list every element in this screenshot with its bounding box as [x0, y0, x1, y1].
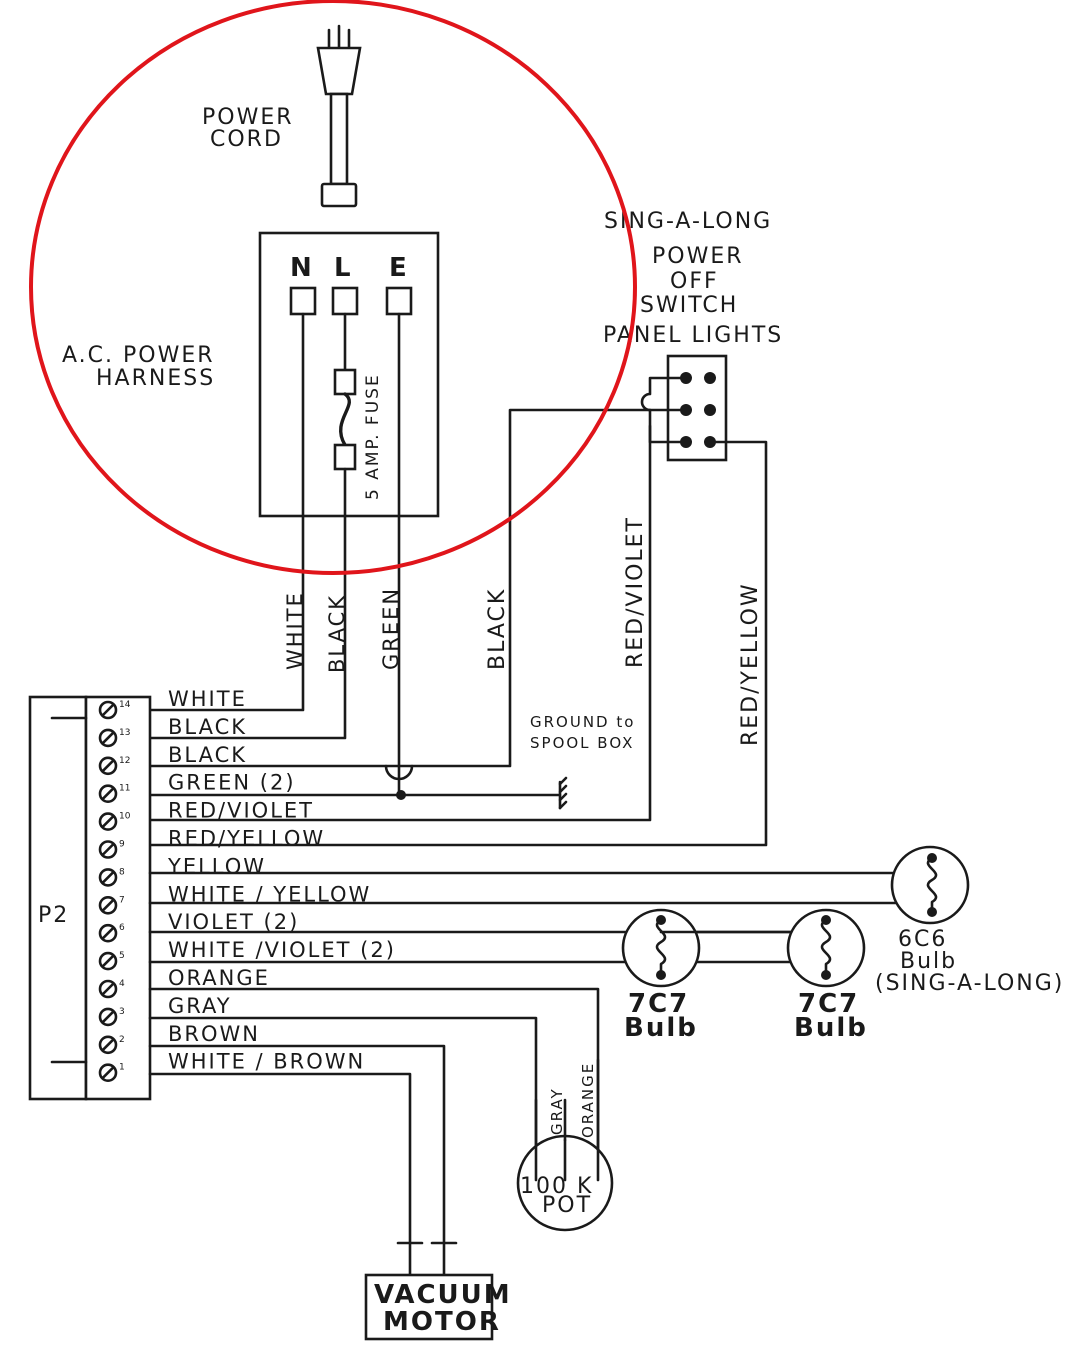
ground-icon	[558, 776, 568, 810]
terminal-n	[289, 286, 317, 316]
p2-pin-number: 13	[119, 728, 130, 738]
p2-wire-label: BLACK	[168, 743, 247, 767]
p2-pin-number: 9	[119, 840, 125, 850]
p2-pin-number: 6	[119, 923, 125, 933]
p2-pin-number: 8	[119, 867, 125, 877]
fuse-label: 5 AMP. FUSE	[363, 373, 383, 500]
ground-note-1: GROUND to	[530, 713, 635, 731]
p2-wire-label: BLACK	[168, 715, 247, 739]
p2-wire-label: VIOLET (2)	[168, 910, 299, 934]
vacuum-motor-label-2: MOTOR	[383, 1307, 501, 1337]
bulb-6c6-label-1: 6C6	[898, 927, 947, 952]
p2-pin-number: 14	[119, 700, 131, 710]
bulb-7c7-right-label-2: Bulb	[794, 1013, 868, 1043]
vacuum-motor-label-1: VACUUM	[374, 1280, 512, 1310]
p2-pin-number: 1	[119, 1063, 125, 1073]
ac-harness-label-1: A.C. POWER	[62, 343, 215, 368]
terminal-e	[385, 286, 413, 316]
pot-wire-orange-label: ORANGE	[579, 1062, 597, 1138]
power-cord-label-1: POWER	[202, 105, 294, 130]
switch-label-1: SING-A-LONG	[604, 209, 772, 234]
wire-label-green: GREEN	[379, 587, 403, 670]
wire-label-red-yellow: RED/YELLOW	[738, 582, 763, 746]
terminal-l	[331, 286, 359, 316]
bulb-6c6-label-3: (SING-A-LONG)	[875, 971, 1064, 996]
wire-label-black-2: BLACK	[485, 588, 510, 670]
terminal-l-label: L	[334, 253, 353, 283]
fuse-icon	[333, 368, 357, 518]
highlight-circle	[29, 0, 637, 575]
p2-pin-number: 7	[119, 895, 125, 905]
vacuum-motor-box	[364, 1273, 494, 1341]
p2-wire-label: GRAY	[168, 994, 232, 1018]
bulb-7c7-left-icon	[621, 908, 701, 988]
pot-label-2: POT	[542, 1193, 592, 1218]
power-cord-plug-icon	[316, 24, 362, 208]
p2-pin-number: 2	[119, 1035, 125, 1045]
switch-label-4: SWITCH	[640, 293, 738, 318]
p2-wire-label: BROWN	[168, 1022, 260, 1046]
p2-label: P2	[38, 903, 69, 928]
ground-note-2: SPOOL BOX	[530, 734, 634, 752]
p2-wire-label: WHITE /VIOLET (2)	[168, 938, 396, 962]
power-cord-label-2: CORD	[210, 127, 283, 152]
p2-pin-number: 4	[119, 979, 125, 989]
p2-wire-label: GREEN (2)	[168, 771, 296, 795]
bulb-7c7-right-label-1: 7C7	[798, 989, 859, 1019]
p2-pin-number: 3	[119, 1007, 125, 1017]
bulb-7c7-left-label-1: 7C7	[628, 989, 689, 1019]
p2-wire-label: RED/VIOLET	[168, 799, 314, 823]
p2-wire-label: WHITE / BROWN	[168, 1050, 365, 1074]
pot-wire-gray-label: GRAY	[548, 1087, 566, 1135]
switch-label-3: OFF	[670, 269, 719, 294]
ac-harness-label-2: HARNESS	[96, 366, 215, 391]
p2-wire-label: YELLOW	[167, 854, 266, 878]
wire-label-white: WHITE	[283, 591, 307, 670]
p2-wire-label: ORANGE	[168, 966, 270, 990]
p2-pin-number: 10	[119, 812, 131, 822]
terminal-n-label: N	[290, 253, 314, 283]
bulb-7c7-left-label-2: Bulb	[624, 1013, 698, 1043]
bulb-6c6-icon	[890, 845, 970, 925]
power-switch	[666, 354, 728, 462]
potentiometer-icon	[516, 1098, 614, 1232]
p2-connector-body	[28, 695, 88, 1101]
p2-wire-label: RED/YELLOW	[168, 827, 325, 851]
terminal-e-label: E	[389, 253, 409, 283]
p2-pin-number: 11	[119, 784, 130, 794]
p2-wire-label: WHITE	[168, 687, 247, 711]
p2-pin-number: 12	[119, 756, 130, 766]
pot-label-1: 100 K	[520, 1174, 593, 1199]
bulb-6c6-label-2: Bulb	[900, 949, 957, 974]
bulb-7c7-right-icon	[786, 908, 866, 988]
wire-label-black-1: BLACK	[325, 594, 349, 673]
switch-label-2: POWER	[652, 244, 744, 269]
p2-pin-number: 5	[119, 951, 125, 961]
wire-label-red-violet: RED/VIOLET	[623, 516, 648, 668]
p2-terminal-strip	[84, 695, 152, 1101]
